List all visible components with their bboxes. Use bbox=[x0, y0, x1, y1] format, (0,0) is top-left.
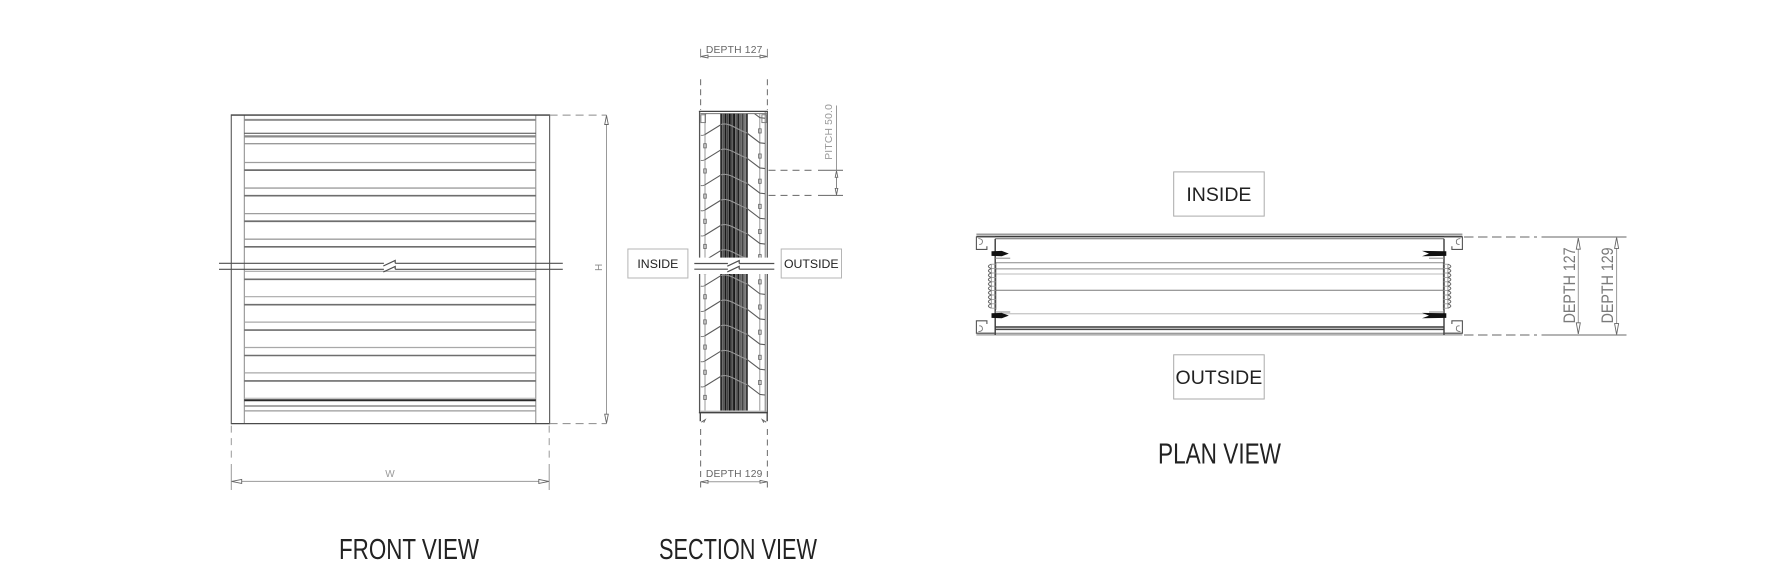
svg-text:DEPTH 129: DEPTH 129 bbox=[706, 469, 763, 480]
svg-text:H: H bbox=[594, 264, 605, 271]
svg-text:PLAN VIEW: PLAN VIEW bbox=[1158, 439, 1281, 471]
svg-text:FRONT VIEW: FRONT VIEW bbox=[339, 534, 479, 566]
svg-text:INSIDE: INSIDE bbox=[1186, 184, 1251, 206]
svg-text:INSIDE: INSIDE bbox=[637, 257, 678, 271]
svg-text:DEPTH 129: DEPTH 129 bbox=[1598, 247, 1617, 323]
svg-text:DEPTH 127: DEPTH 127 bbox=[706, 45, 763, 56]
svg-text:OUTSIDE: OUTSIDE bbox=[784, 257, 839, 271]
svg-text:SECTION VIEW: SECTION VIEW bbox=[659, 534, 817, 566]
svg-text:W: W bbox=[385, 469, 395, 480]
svg-text:OUTSIDE: OUTSIDE bbox=[1176, 367, 1263, 389]
svg-text:DEPTH 127: DEPTH 127 bbox=[1560, 247, 1579, 323]
svg-text:PITCH 50.0: PITCH 50.0 bbox=[824, 104, 835, 160]
